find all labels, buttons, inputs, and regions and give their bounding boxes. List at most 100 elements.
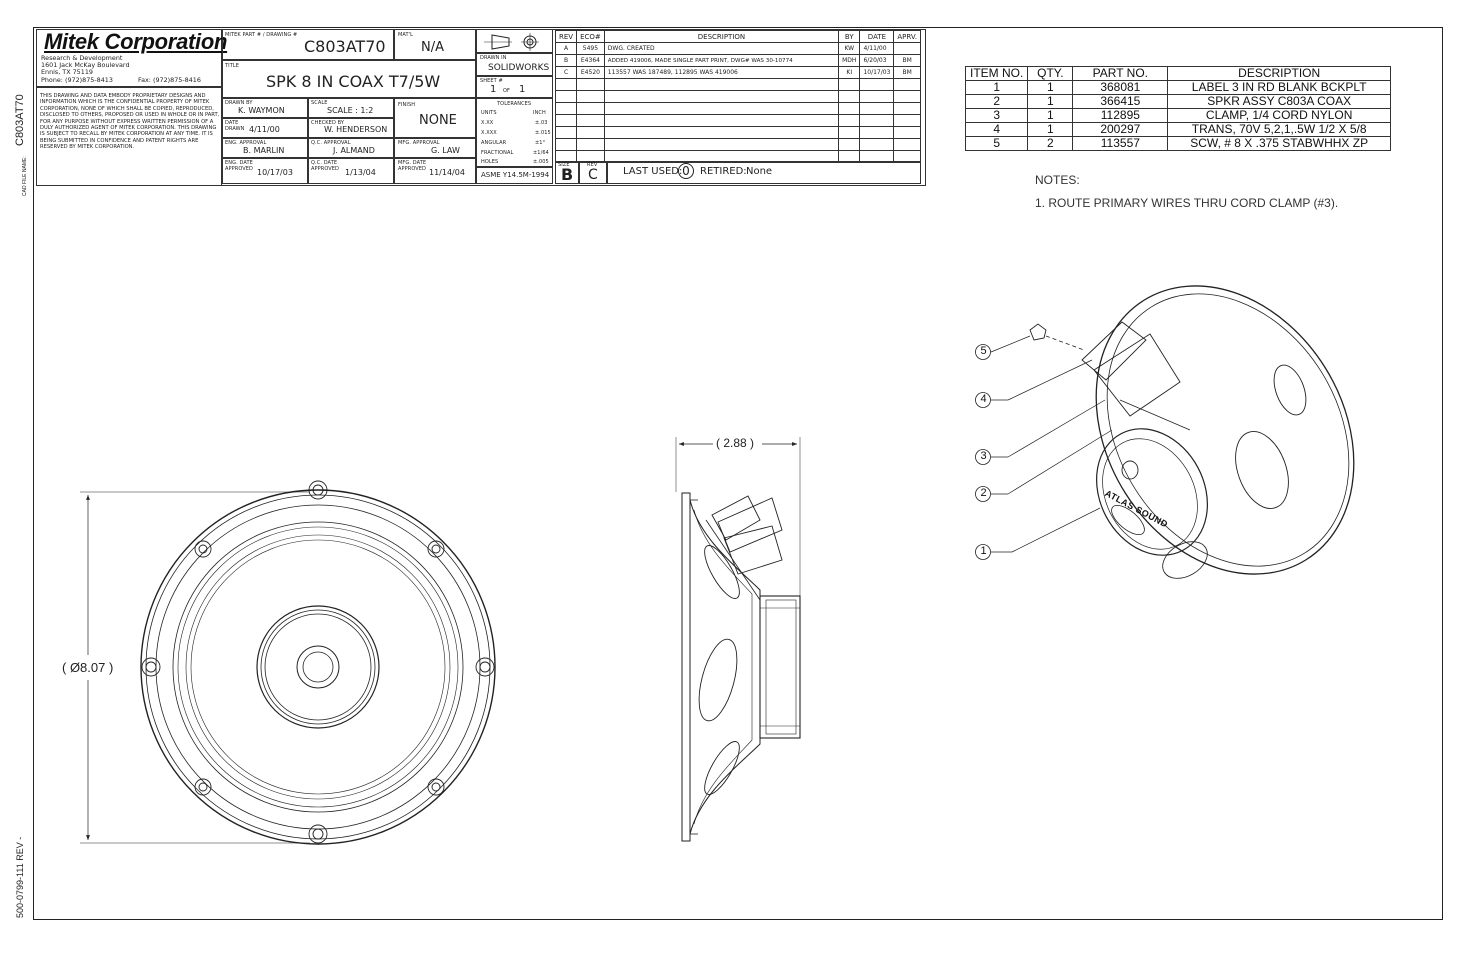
- mfg-approval-label: MFG. APPROVAL: [398, 140, 440, 146]
- diameter-dimension: ( Ø8.07 ): [60, 660, 116, 675]
- checked-by-box: [308, 118, 394, 138]
- sheet-size: B: [561, 165, 574, 184]
- qty-header: QTY.: [1027, 66, 1074, 81]
- revision-row-empty: [554, 90, 921, 103]
- retired: None: [746, 166, 773, 177]
- company-address-2: 1601 Jack McKay Boulevard: [41, 61, 130, 69]
- tol-key-5: HOLES: [481, 159, 499, 165]
- company-address-3: Ennis, TX 75119: [41, 68, 93, 76]
- description-col-header: DESCRIPTION: [603, 30, 840, 43]
- eco-cell: E4520: [576, 66, 605, 79]
- bom-row: 1 1 368081 LABEL 3 IN RD BLANK BCKPLT: [964, 80, 1391, 95]
- scale: SCALE : 1:2: [327, 106, 374, 115]
- cad-file-label: CAD FILE NAME:: [22, 156, 28, 196]
- sheet-total: 1: [519, 84, 526, 95]
- sheet-box: [476, 76, 553, 98]
- qc-date-box: [308, 158, 394, 184]
- company-fax: Fax: (972)875-8416: [138, 76, 201, 84]
- last-used-box: [607, 161, 921, 184]
- by-cell: KW: [838, 42, 861, 55]
- item-no-header: ITEM NO.: [964, 66, 1029, 81]
- finish-label: FINISH: [398, 102, 416, 108]
- date-drawn-box: [222, 118, 308, 138]
- eco-cell: E4364: [576, 54, 605, 67]
- description-cell: ADDED 419006, MADE SINGLE PART PRINT, DW…: [603, 54, 840, 67]
- legal-notice: THIS DRAWING AND DATA EMBODY PROPRIETARY…: [40, 93, 220, 151]
- qc-date-label: Q.C. DATE APPROVED: [311, 160, 340, 172]
- material-box: [394, 29, 476, 60]
- eco-cell: 5495: [576, 42, 605, 55]
- revision-row-empty: [554, 102, 921, 115]
- title-box: [222, 60, 476, 98]
- units: INCH: [533, 110, 546, 116]
- qty-cell: 1: [1027, 80, 1074, 95]
- drawn-in-label: DRAWN IN: [480, 55, 507, 61]
- qc-approval-box: [308, 138, 394, 158]
- eng-approval-label: ENG. APPROVAL: [225, 140, 267, 146]
- drawn-in-box: [476, 53, 553, 76]
- tolerances-box: [476, 98, 553, 167]
- description-cell: SCW, # 8 X .375 STABWHHX ZP: [1167, 136, 1391, 151]
- description-cell: 113557 WAS 187489, 112895 WAS 419006: [603, 66, 840, 79]
- finish: NONE: [419, 113, 457, 128]
- drawn-by: K. WAYMON: [238, 106, 285, 115]
- description-cell: DWG. CREATED: [603, 42, 840, 55]
- part-no-cell: 200297: [1072, 122, 1169, 137]
- part-number-label: MITEK PART # / DRAWING #: [225, 32, 298, 38]
- legal-box: [36, 87, 222, 186]
- tol-val-4: ±1/64: [533, 150, 549, 156]
- date-drawn-label: DATE DRAWN: [225, 120, 245, 132]
- tol-val-3: ±1°: [535, 140, 546, 146]
- item-no-cell: 3: [964, 108, 1029, 123]
- description-cell: SPKR ASSY C803A COAX: [1167, 94, 1391, 109]
- standard-box: [476, 167, 553, 184]
- material: N/A: [421, 40, 444, 55]
- item-no-cell: 4: [964, 122, 1029, 137]
- item-no-cell: 5: [964, 136, 1029, 151]
- standard: ASME Y14.5M-1994: [481, 171, 550, 179]
- rev-cell: B: [554, 54, 578, 67]
- tolerances-label: TOLERANCES: [497, 101, 532, 107]
- revision-row: A 5495 DWG. CREATED KW 4/11/00: [554, 42, 921, 55]
- tol-key-2: X.XXX: [481, 130, 497, 136]
- qty-cell: 1: [1027, 122, 1074, 137]
- balloon-5: 5: [980, 345, 987, 357]
- aprv-cell: BM: [893, 54, 921, 67]
- company-box: [36, 29, 222, 87]
- revision-header-row: REV ECO# DESCRIPTION BY DATE APRV.: [554, 30, 921, 43]
- company-phone: Phone: (972)875-8413: [41, 76, 113, 84]
- bom-row: 4 1 200297 TRANS, 70V 5,2,1,.5W 1/2 X 5/…: [964, 122, 1391, 137]
- tol-key-3: ANGULAR: [481, 140, 507, 146]
- document-number: 500-0799-111 REV -: [15, 836, 25, 918]
- notes-heading: NOTES:: [1035, 173, 1080, 187]
- part-no-header: PART NO.: [1072, 66, 1169, 81]
- part-number: C803AT70: [304, 37, 386, 56]
- checked-by: W. HENDERSON: [324, 125, 388, 134]
- depth-dimension: ( 2.88 ): [714, 436, 757, 450]
- sheet-label: SHEET #: [480, 78, 503, 84]
- date-drawn: 4/11/00: [249, 125, 280, 134]
- last-used-label: LAST USED:: [623, 166, 683, 177]
- company-name: Mitek Corporation: [44, 29, 228, 54]
- retired-label: RETIRED:: [700, 166, 747, 177]
- description-cell: TRANS, 70V 5,2,1,.5W 1/2 X 5/8: [1167, 122, 1391, 137]
- by-cell: MDH: [838, 54, 861, 67]
- revision-row-empty: [554, 126, 921, 139]
- aprv-cell: [893, 42, 921, 55]
- eng-date: 10/17/03: [257, 168, 293, 177]
- qc-approval: J. ALMAND: [333, 146, 375, 155]
- part-no-cell: 366415: [1072, 94, 1169, 109]
- last-used: 0: [678, 163, 694, 179]
- drawing-title: SPK 8 IN COAX T7/5W: [266, 72, 441, 91]
- drawn-in: SOLIDWORKS: [488, 63, 550, 73]
- mfg-date-label: MFG. DATE APPROVED: [398, 160, 427, 172]
- mfg-approval-box: [394, 138, 476, 158]
- mfg-date-box: [394, 158, 476, 184]
- company-address-1: Research & Development: [41, 54, 123, 62]
- qc-approval-label: Q.C. APPROVAL: [311, 140, 351, 146]
- mfg-date: 11/14/04: [429, 168, 465, 177]
- balloon-2: 2: [980, 487, 987, 499]
- tol-val-1: ±.03: [535, 120, 548, 126]
- by-col-header: BY: [838, 30, 861, 43]
- description-header: DESCRIPTION: [1167, 66, 1391, 81]
